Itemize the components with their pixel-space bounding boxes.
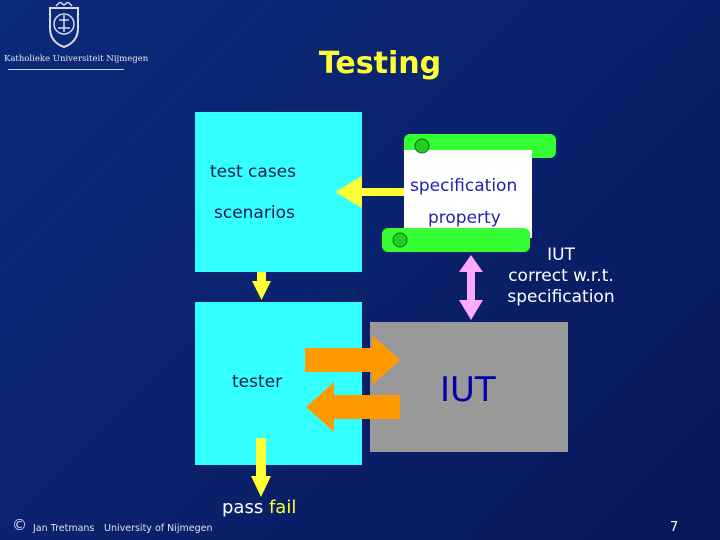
test-cases-label: test cases (210, 162, 296, 182)
footer-university: University of Nijmegen (104, 523, 213, 534)
test-cases-box (195, 112, 362, 272)
specification-label: specification (410, 176, 518, 196)
spec-iut-relation-arrow (459, 255, 483, 320)
pass-label: pass (222, 497, 264, 518)
tester-box (195, 302, 362, 465)
scenarios-label: scenarios (214, 203, 295, 223)
verdict-label: pass fail (222, 497, 296, 518)
university-logo-text: Katholieke Universiteit Nijmegen (4, 54, 149, 64)
iut-correct-line2: correct w.r.t. (508, 266, 614, 286)
copyright-icon: © (12, 516, 27, 534)
tester-label: tester (232, 372, 283, 392)
tester-to-iut-arrow (305, 335, 400, 385)
spec-to-testcases-arrow (335, 176, 404, 208)
iut-box (370, 322, 568, 452)
iut-label: IUT (440, 370, 496, 410)
iut-correct-line1: IUT (547, 245, 575, 265)
university-seal-icon (49, 2, 79, 48)
iut-correctness-annotation: IUT correct w.r.t. specification (490, 245, 632, 308)
iut-to-tester-arrow (306, 382, 400, 432)
footer-author: Jan Tretmans (33, 523, 95, 534)
testcases-to-tester-arrow (252, 272, 271, 300)
logo-underline (8, 69, 124, 70)
fail-label: fail (268, 497, 297, 518)
specification-scroll (382, 134, 556, 252)
page-number: 7 (670, 520, 679, 535)
university-logo: Katholieke Universiteit Nijmegen (4, 2, 149, 72)
property-label: property (428, 208, 501, 228)
iut-correct-line3: specification (507, 287, 615, 307)
slide-title: Testing (318, 46, 442, 81)
tester-to-verdict-arrow (251, 438, 271, 497)
